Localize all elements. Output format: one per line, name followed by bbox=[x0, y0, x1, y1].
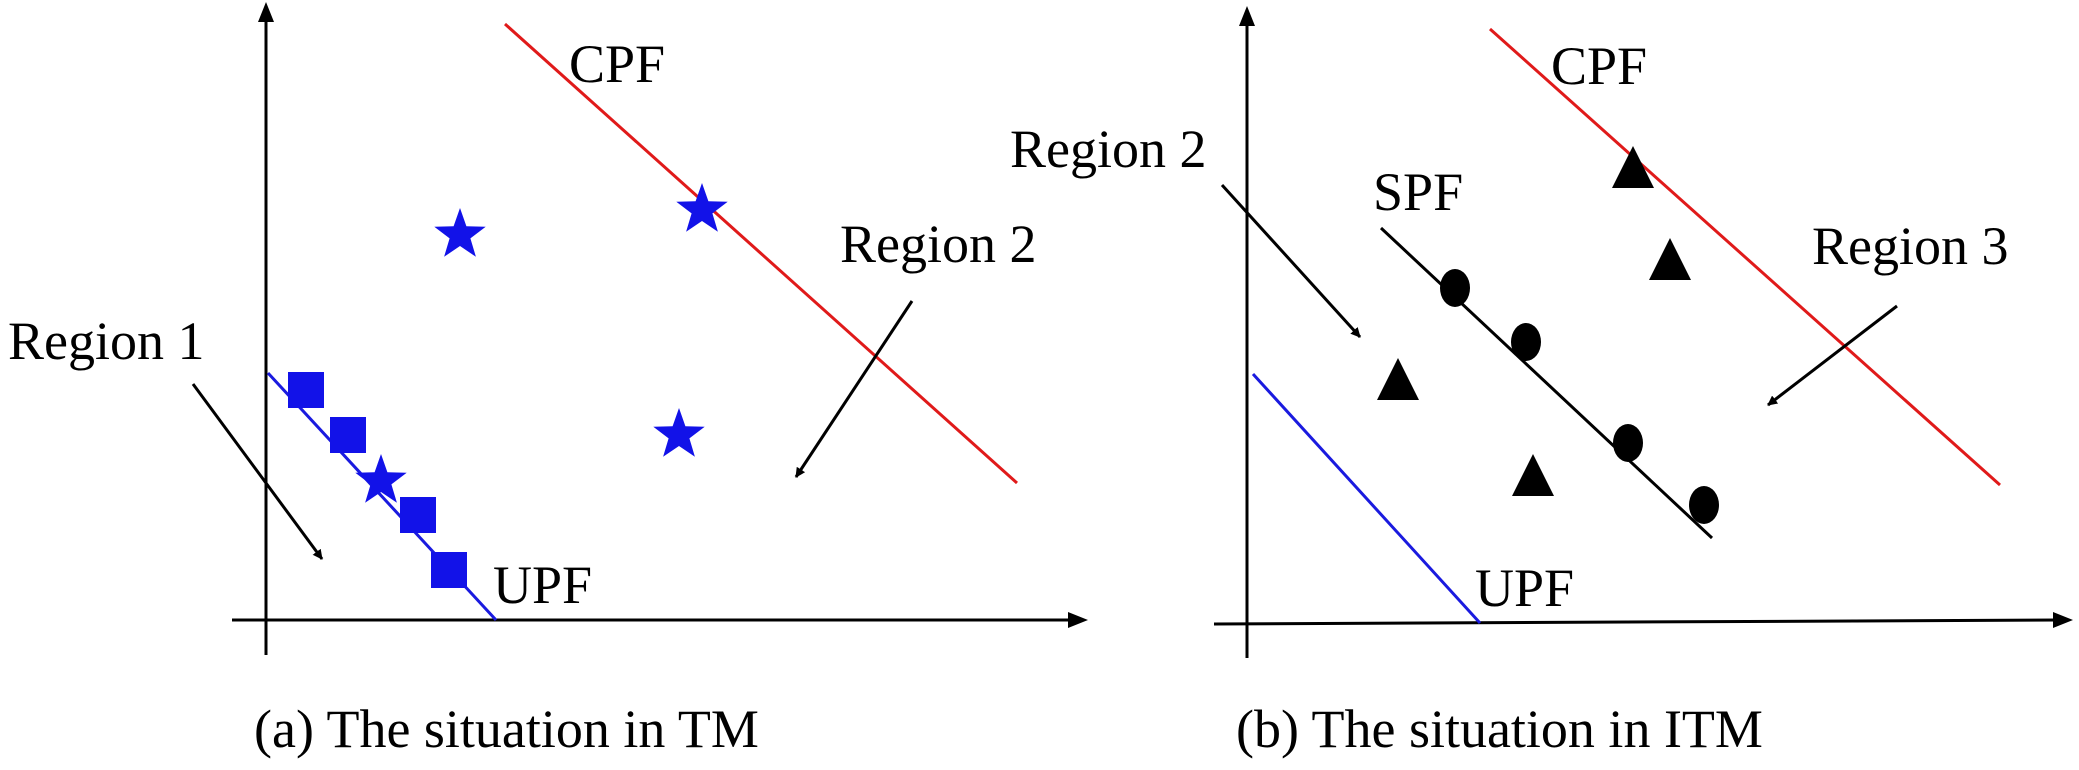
panel-a-caption: (a) The situation in TM bbox=[254, 699, 759, 759]
panel-a-region2-arrow bbox=[794, 300, 914, 478]
panel-b-x-axis-arrowhead bbox=[2053, 612, 2073, 628]
panel-b-upf-line bbox=[1251, 372, 1482, 625]
panel-b-upf-label: UPF bbox=[1475, 558, 1574, 618]
square-marker bbox=[400, 497, 436, 533]
circle-marker bbox=[1440, 269, 1470, 307]
star-marker bbox=[676, 183, 728, 232]
panel-a-region1-label: Region 1 bbox=[8, 311, 205, 371]
panel-a: CPF Region 2 Region 1 UPF (a) The situat… bbox=[8, 2, 1088, 759]
panel-b-cpf-line bbox=[1489, 27, 2001, 487]
panel-a-region1-arrow bbox=[191, 383, 324, 560]
panel-b-triangle-markers bbox=[1377, 146, 1691, 496]
panel-a-cpf-label: CPF bbox=[569, 34, 665, 94]
triangle-marker bbox=[1512, 454, 1554, 496]
star-marker bbox=[653, 408, 705, 457]
panel-b-region3-arrow bbox=[1767, 304, 1898, 407]
panel-b-y-axis-arrowhead bbox=[1239, 6, 1255, 26]
circle-marker bbox=[1689, 486, 1719, 524]
panel-a-star-markers bbox=[355, 183, 728, 503]
panel-a-y-axis-arrowhead bbox=[258, 2, 274, 22]
panel-b-region2-arrow bbox=[1220, 183, 1362, 339]
panel-b-x-axis bbox=[1213, 618, 2059, 626]
panel-b-circle-markers bbox=[1440, 269, 1719, 524]
panel-b-spf-line bbox=[1379, 226, 1714, 540]
star-marker bbox=[434, 208, 486, 257]
square-marker bbox=[288, 372, 324, 408]
triangle-marker bbox=[1377, 358, 1419, 400]
star-marker bbox=[355, 454, 407, 503]
square-marker bbox=[330, 417, 366, 453]
panel-b-region3-label: Region 3 bbox=[1812, 216, 2009, 276]
panel-a-x-axis-arrowhead bbox=[1068, 612, 1088, 628]
panel-b-region2-label: Region 2 bbox=[1010, 119, 1207, 179]
panel-b-caption: (b) The situation in ITM bbox=[1236, 699, 1763, 759]
panel-b: CPF Region 2 SPF Region 3 UPF (b) The si… bbox=[1010, 6, 2073, 759]
panel-a-region2-label: Region 2 bbox=[840, 214, 1037, 274]
square-marker bbox=[431, 552, 467, 588]
circle-marker bbox=[1613, 424, 1643, 462]
panel-a-square-markers bbox=[288, 372, 467, 588]
triangle-marker bbox=[1649, 238, 1691, 280]
panel-a-upf-label: UPF bbox=[493, 555, 592, 615]
panel-b-spf-label: SPF bbox=[1373, 162, 1463, 222]
triangle-marker bbox=[1612, 146, 1654, 188]
panel-b-cpf-label: CPF bbox=[1551, 36, 1647, 96]
panel-a-cpf-line bbox=[503, 22, 1019, 485]
circle-marker bbox=[1511, 323, 1541, 361]
